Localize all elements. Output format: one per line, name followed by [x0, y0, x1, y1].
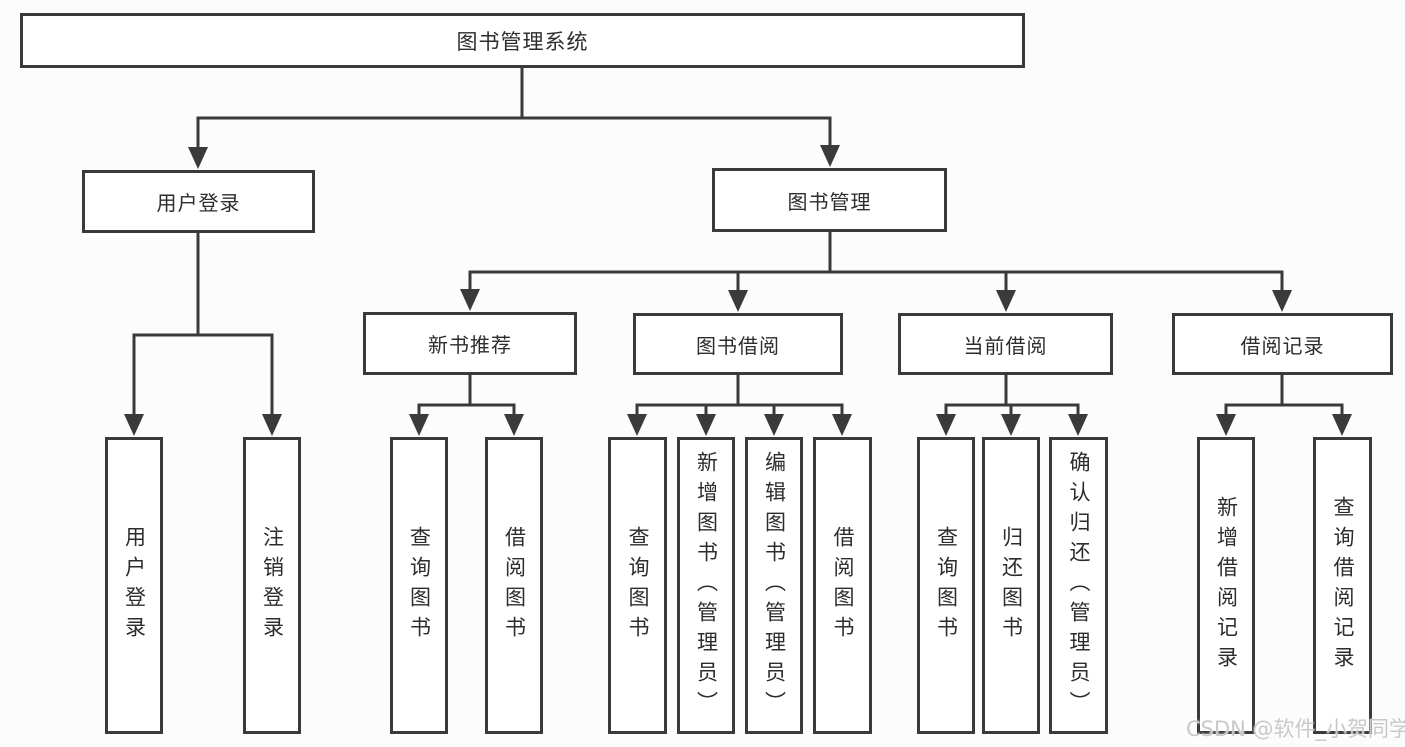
leaf-query-books-current: 查询图书 — [917, 437, 975, 734]
leaf-logout: 注销登录 — [243, 437, 301, 734]
arrow-leaf-logout — [262, 414, 282, 436]
node-label: 图书管理系统 — [456, 29, 589, 54]
node-book-borrow: 图书借阅 — [633, 313, 843, 375]
node-label: 用户登录 — [122, 525, 147, 646]
arrow-leaf-br-query — [1332, 414, 1352, 436]
leaf-borrow-books-recommend: 借阅图书 — [485, 437, 543, 734]
node-label: 新书推荐 — [428, 333, 512, 357]
leaf-return-book: 归还图书 — [982, 437, 1040, 734]
leaf-borrow-books: 借阅图书 — [813, 437, 872, 734]
node-label: 查询图书 — [626, 525, 650, 646]
node-current-borrow: 当前借阅 — [898, 313, 1113, 375]
connector-book-borrow-branch — [635, 403, 844, 416]
arrow-current-borrow — [996, 290, 1016, 312]
leaf-query-books-borrow: 查询图书 — [608, 437, 667, 734]
arrow-leaf-user-login — [124, 414, 144, 436]
node-label: 新增图书（管理员） — [694, 450, 719, 721]
node-label: 查询图书 — [934, 525, 959, 646]
node-borrow-records: 借阅记录 — [1172, 313, 1393, 375]
arrow-leaf-bb-add — [696, 414, 716, 436]
connector-level2-branch — [196, 116, 832, 148]
arrow-leaf-cb-query — [936, 414, 956, 436]
connector-lines — [132, 68, 1344, 416]
leaf-edit-book-admin: 编辑图书（管理员） — [745, 437, 803, 734]
arrow-new-book — [460, 289, 480, 311]
csdn-watermark: CSDN @软件_小贺同学 — [1186, 717, 1405, 741]
arrow-leaf-cb-return — [1001, 414, 1021, 436]
node-label: 图书管理 — [787, 189, 872, 214]
leaf-query-books-recommend: 查询图书 — [390, 437, 448, 734]
arrow-leaf-nb-borrow — [504, 414, 524, 436]
arrow-book-borrow — [728, 290, 748, 312]
node-label: 编辑图书（管理员） — [762, 450, 787, 721]
node-label: 归还图书 — [999, 525, 1024, 646]
node-new-book-recommend: 新书推荐 — [363, 312, 577, 375]
arrow-leaf-bb-edit — [764, 414, 784, 436]
arrowheads — [124, 145, 1352, 436]
node-label: 注销登录 — [260, 525, 285, 646]
node-label: 借阅图书 — [502, 525, 527, 646]
node-user-login: 用户登录 — [82, 170, 315, 233]
arrow-leaf-bb-borrow — [832, 414, 852, 436]
leaf-confirm-return-admin: 确认归还（管理员） — [1049, 437, 1108, 734]
leaf-query-borrow-record: 查询借阅记录 — [1313, 437, 1372, 734]
arrow-borrow-records — [1272, 290, 1292, 312]
arrow-leaf-nb-query — [409, 414, 429, 436]
connector-level3-branch — [468, 270, 1284, 291]
node-label: 借阅图书 — [831, 525, 855, 646]
node-label: 查询图书 — [407, 525, 432, 646]
node-label: 确认归还（管理员） — [1067, 450, 1091, 721]
arrow-user-login — [188, 147, 208, 169]
arrow-book-mgmt — [820, 145, 840, 167]
connector-user-login-branch — [132, 333, 274, 416]
node-book-management: 图书管理 — [712, 168, 947, 232]
leaf-user-login: 用户登录 — [105, 437, 163, 734]
connector-new-book-branch — [417, 403, 516, 416]
arrow-leaf-bb-query — [627, 414, 647, 436]
node-label: 当前借阅 — [963, 333, 1048, 358]
node-label: 用户登录 — [156, 191, 241, 215]
leaf-add-book-admin: 新增图书（管理员） — [677, 437, 735, 734]
node-label: 查询借阅记录 — [1331, 495, 1355, 676]
node-label: 新增借阅记录 — [1214, 495, 1239, 676]
leaf-add-borrow-record: 新增借阅记录 — [1197, 437, 1255, 734]
arrow-leaf-br-add — [1216, 414, 1236, 436]
arrow-leaf-cb-confirm — [1068, 414, 1088, 436]
node-library-system: 图书管理系统 — [20, 13, 1025, 68]
node-label: 借阅记录 — [1240, 333, 1325, 358]
node-label: 图书借阅 — [696, 333, 780, 358]
connector-borrow-records-branch — [1224, 403, 1344, 416]
